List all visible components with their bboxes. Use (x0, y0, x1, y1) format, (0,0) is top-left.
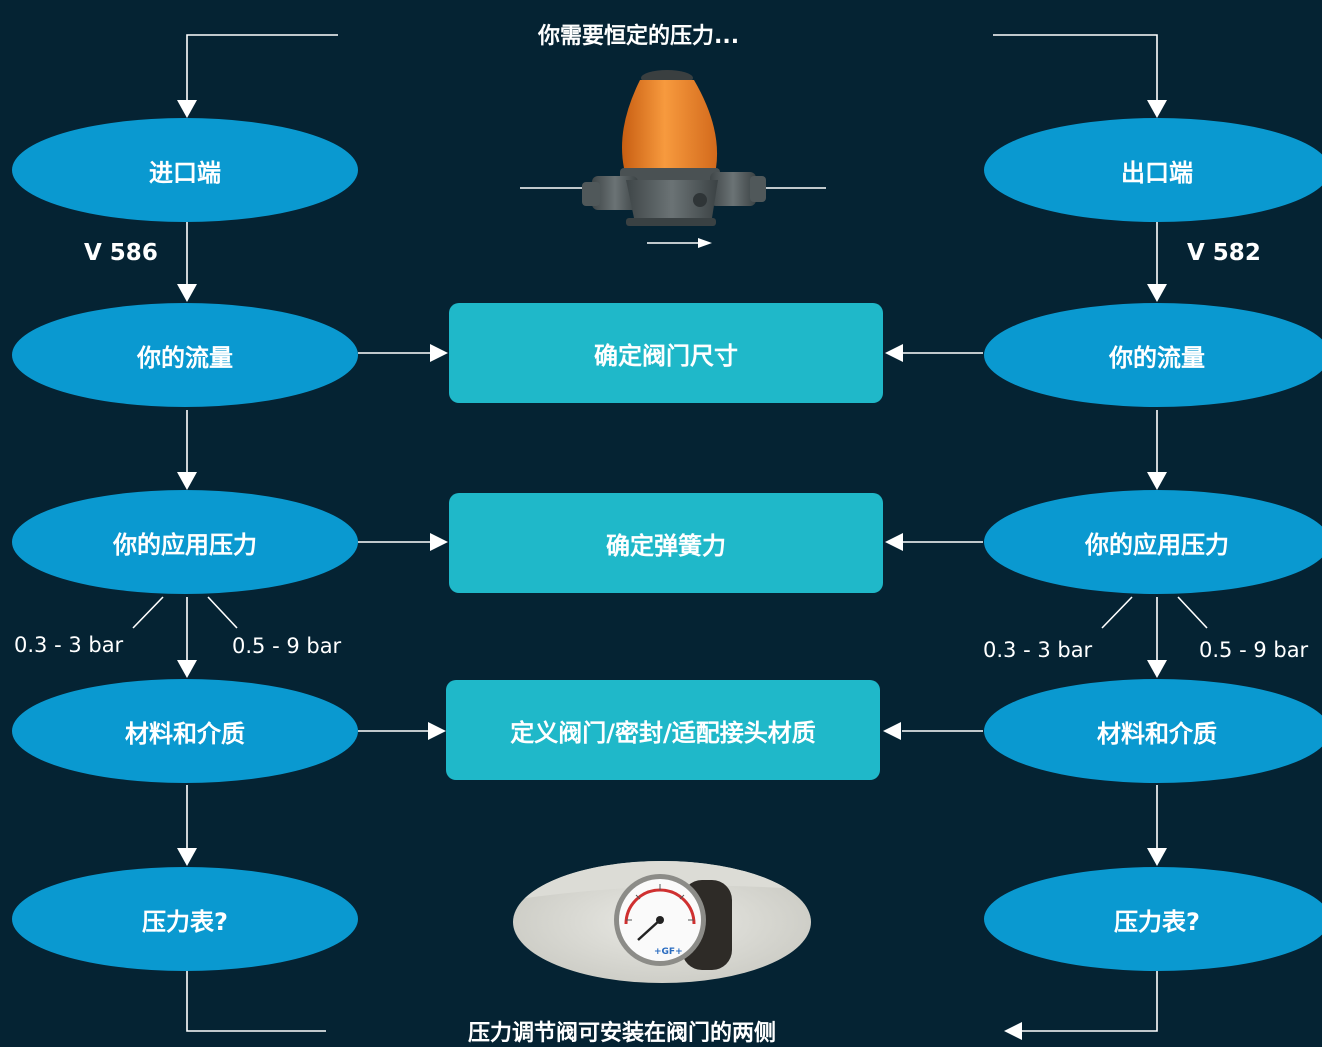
right-port-ellipse: 出口端 (984, 118, 1322, 222)
right-range-high: 0.5 - 9 bar (1199, 638, 1309, 662)
right-range-low: 0.3 - 3 bar (983, 638, 1093, 662)
left-bottom-bracket (186, 970, 326, 1032)
right-top-bracket (993, 34, 1158, 100)
right-model-label: V 582 (1187, 240, 1261, 266)
right-flow-ellipse: 你的流量 (984, 303, 1322, 407)
right-bottom-bracket (1020, 970, 1158, 1032)
pressure-regulating-valve-image (582, 70, 766, 226)
left-top-bracket (186, 34, 338, 100)
left-model-label: V 586 (84, 240, 158, 266)
left-port-ellipse: 进口端 (12, 118, 358, 222)
material-box: 定义阀门/密封/适配接头材质 (446, 680, 880, 780)
left-flow-ellipse: 你的流量 (12, 303, 358, 407)
top-title: 你需要恒定的压力... (538, 24, 740, 49)
left-range-high: 0.5 - 9 bar (232, 634, 342, 658)
spring-box: 确定弹簧力 (449, 493, 883, 593)
gauge-brand-text: +GF+ (654, 947, 683, 957)
left-range-low: 0.3 - 3 bar (14, 633, 124, 657)
right-material-ellipse: 材料和介质 (984, 679, 1322, 783)
right-gauge-ellipse: 压力表? (984, 867, 1322, 971)
bottom-title: 压力调节阀可安装在阀门的两侧 (468, 1021, 777, 1046)
pressure-gauge-image: +GF+ (513, 861, 811, 983)
left-gauge-ellipse: 压力表? (12, 867, 358, 971)
left-pressure-ellipse: 你的应用压力 (12, 490, 358, 594)
right-pressure-ellipse: 你的应用压力 (984, 490, 1322, 594)
left-material-ellipse: 材料和介质 (12, 679, 358, 783)
size-box: 确定阀门尺寸 (449, 303, 883, 403)
